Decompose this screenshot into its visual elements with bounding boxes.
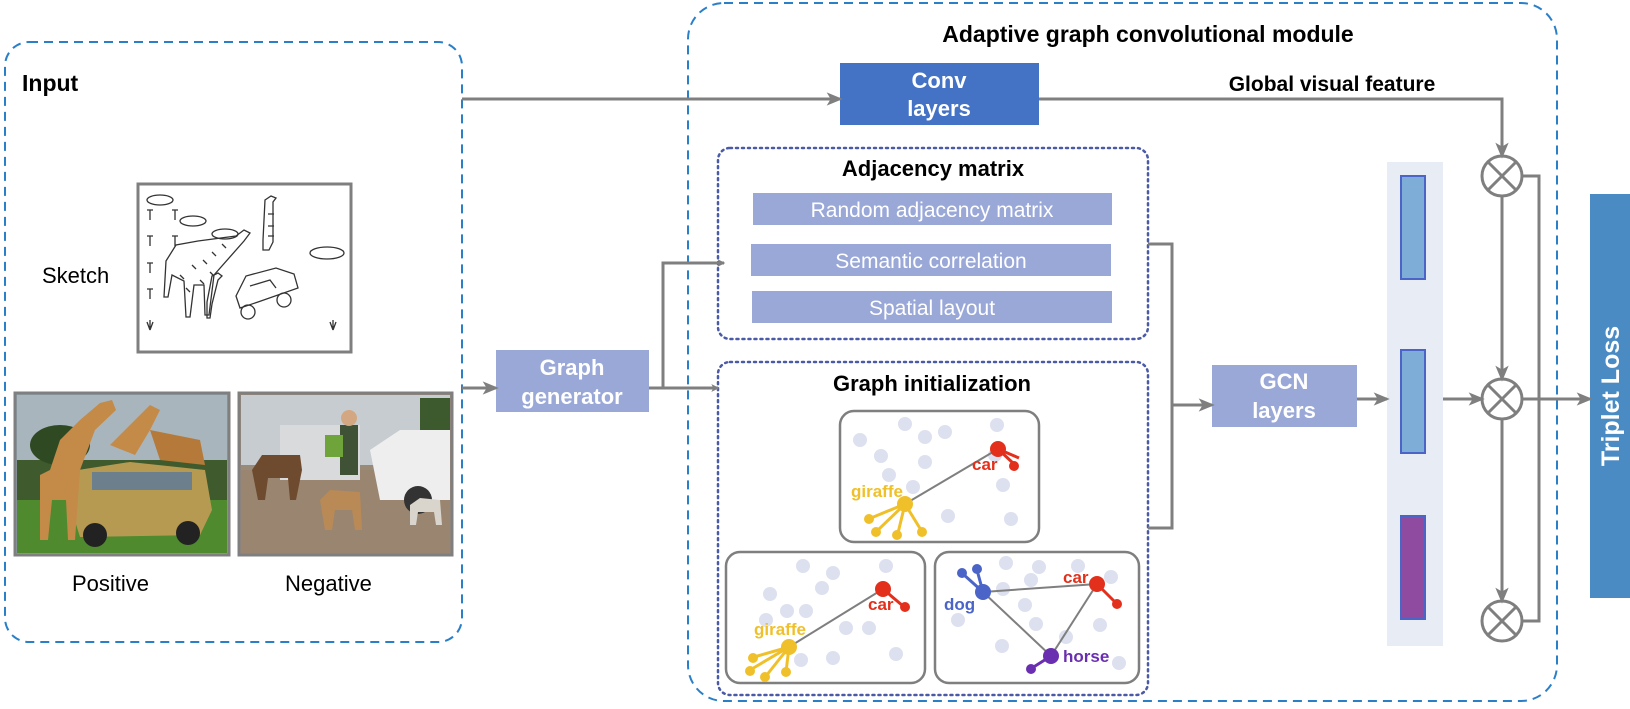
sketch-image [136,182,353,354]
gcn-line1: GCN [1260,369,1309,394]
node-label-horse: horse [1063,647,1109,666]
node-label-car-top: car [972,455,998,474]
triplet-loss-label: Triplet Loss [1597,326,1625,466]
connectors [462,92,1593,623]
node-label-giraffe-top: giraffe [851,482,903,501]
gcn-layers-box: GCN layers [1212,365,1357,427]
graph-example-bottom-right: dog car horse [933,550,1141,685]
positive-label: Positive [72,571,149,596]
conv-line1: Conv [912,68,968,93]
negative-label: Negative [285,571,372,596]
graph-init-box: Graph initialization [716,360,1150,697]
feature-vectors [1387,162,1443,646]
input-title: Input [22,70,79,96]
triplet-loss-box: Triplet Loss [1590,194,1630,598]
adjacency-item-random-label: Random adjacency matrix [811,199,1054,222]
graph-example-bottom-left: giraffe car [724,550,927,685]
adjacency-item-spatial-label: Spatial layout [869,297,995,320]
multiply-icon-top [1480,154,1524,198]
node-label-car-br: car [1063,568,1089,587]
input-panel: Input Sketch [4,41,463,643]
adjacency-title: Adjacency matrix [842,156,1025,181]
input-panel-border [4,41,463,643]
graph-example-top: giraffe car [838,409,1041,544]
gcn-line2: layers [1252,398,1316,423]
adjacency-item-semantic-label: Semantic correlation [835,250,1026,273]
module-panel-border [687,2,1558,702]
sketch-label: Sketch [42,263,109,288]
module-title: Adaptive graph convolutional module [942,21,1353,47]
adjacency-item-spatial [752,291,1112,323]
conv-layers-box: Conv layers [840,63,1039,125]
adjacency-item-random [753,193,1112,225]
positive-image [13,391,231,557]
negative-image [237,391,454,557]
graph-generator-box: Graph generator [496,350,649,412]
multiply-icon-bottom [1480,599,1524,643]
node-label-giraffe-bl: giraffe [754,620,806,639]
global-feature-label: Global visual feature [1229,73,1436,96]
module-panel: Adaptive graph convolutional module Conv… [687,2,1558,702]
node-label-dog: dog [944,595,975,614]
feature-vector-3 [1400,515,1426,620]
multiply-icon-middle [1480,377,1524,421]
graph-init-title: Graph initialization [833,371,1031,396]
node-label-car-bl: car [868,595,894,614]
adjacency-item-semantic [751,244,1111,276]
feature-vector-1 [1400,175,1426,280]
conv-line2: layers [907,96,971,121]
graph-generator-line2: generator [521,384,623,409]
adjacency-matrix-box: Adjacency matrix Random adjacency matrix… [716,146,1150,341]
graph-generator-line1: Graph [540,355,605,380]
feature-vector-2 [1400,349,1426,454]
